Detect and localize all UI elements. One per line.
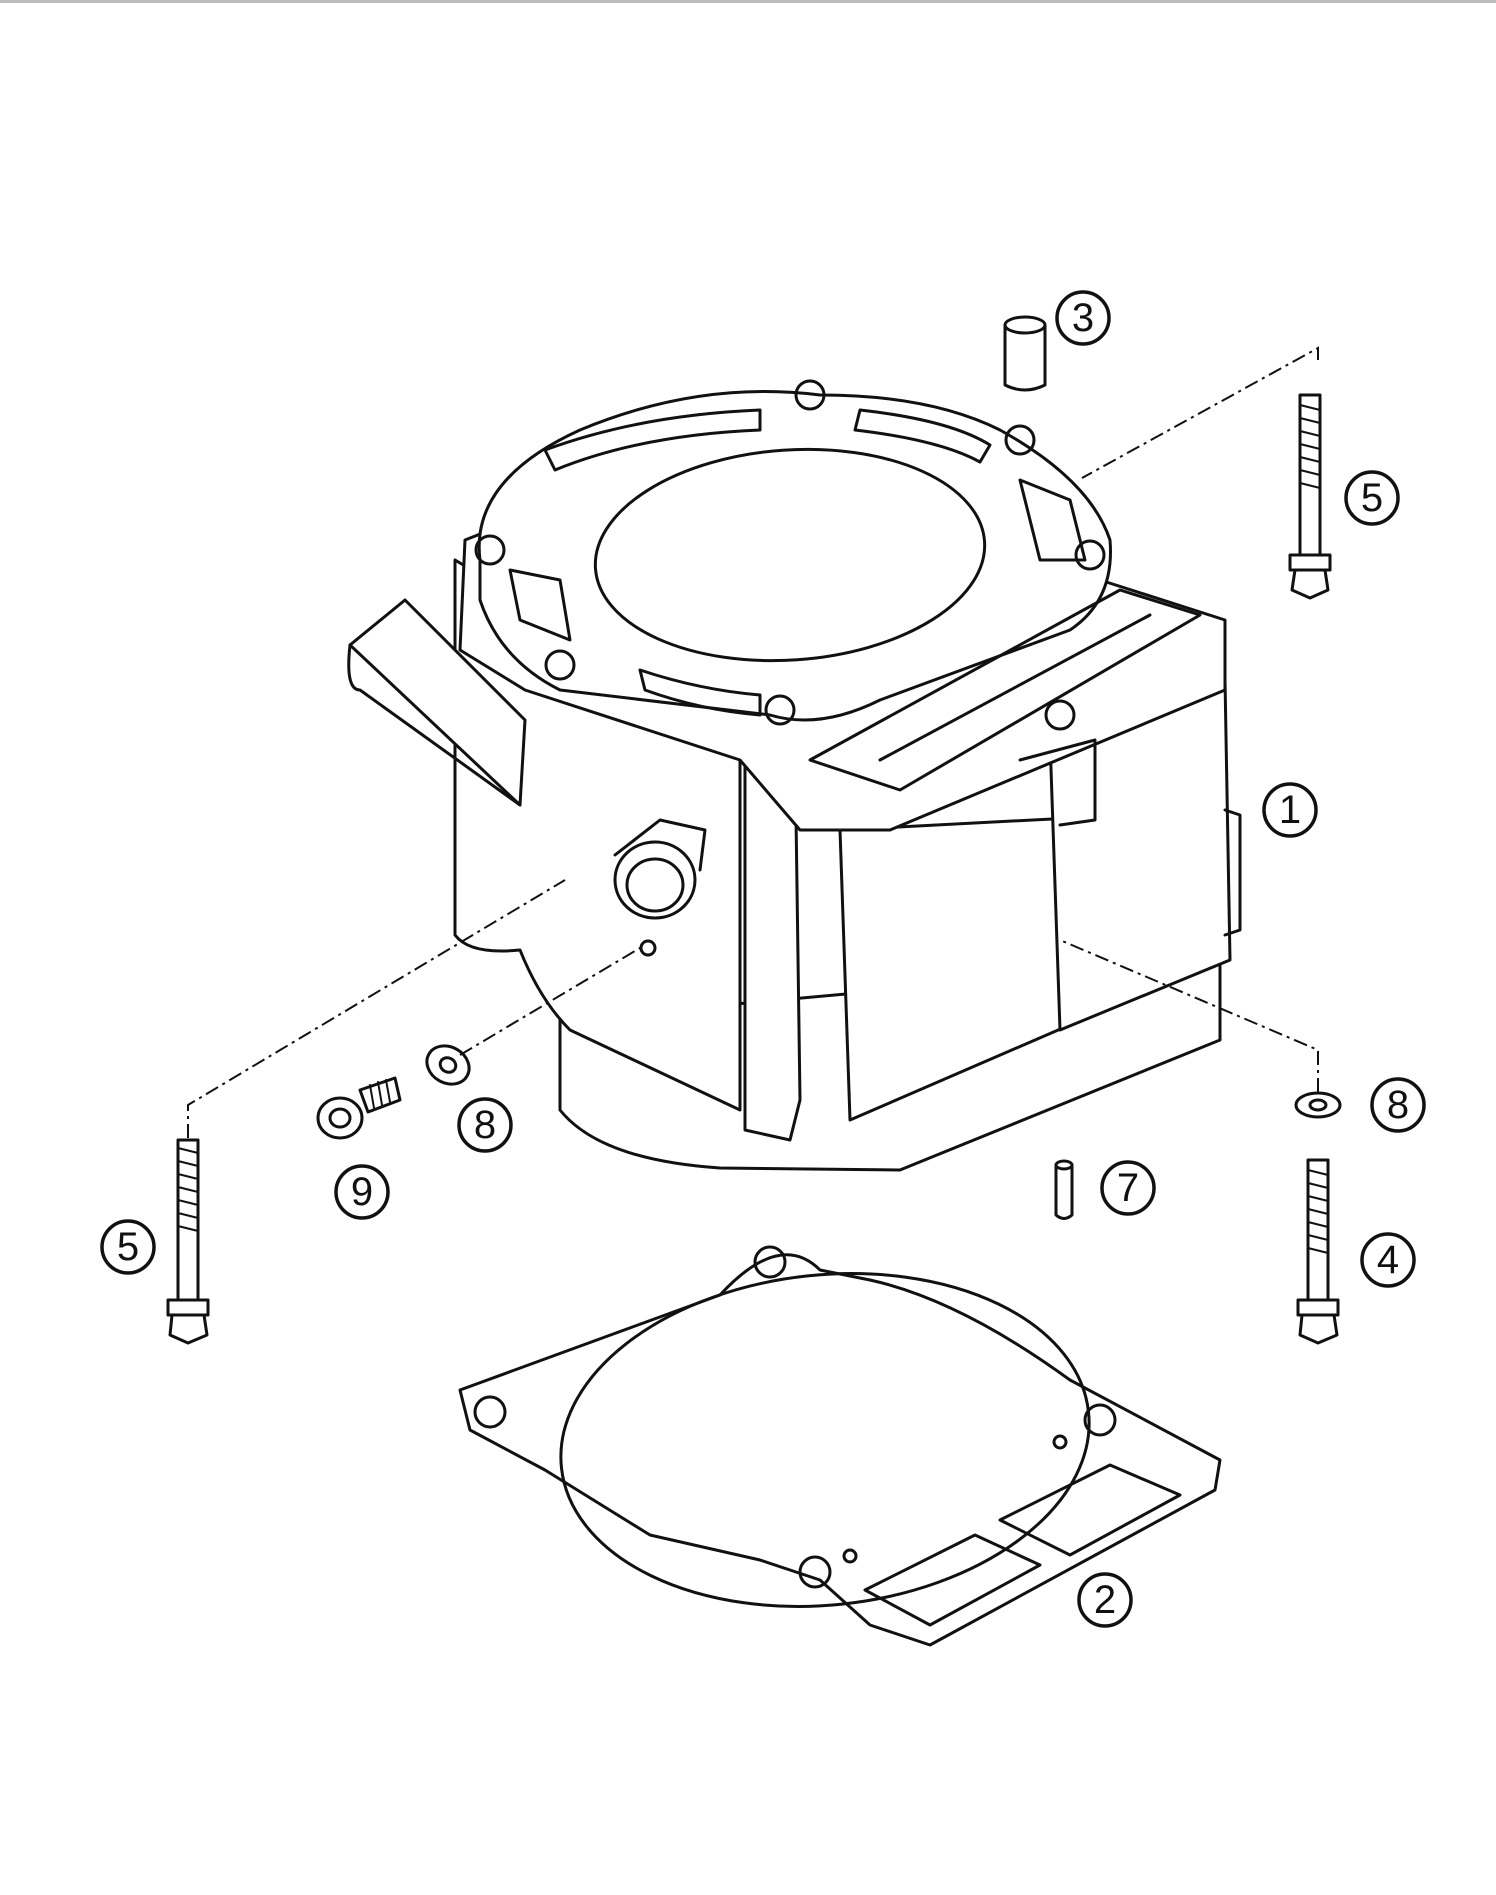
callout-label-5-left: 5 <box>117 1225 139 1269</box>
top-rule <box>0 0 1496 3</box>
long-bolt-left-part <box>166 1138 210 1345</box>
callout-5-left: 5 <box>100 1219 156 1275</box>
dowel-pin-part <box>1054 1159 1074 1220</box>
short-bolt-part <box>1296 1158 1340 1345</box>
callout-8-left: 8 <box>457 1097 513 1153</box>
callout-label-2: 2 <box>1094 1578 1116 1622</box>
washer-right-part <box>1294 1091 1342 1119</box>
callout-7: 7 <box>1100 1160 1156 1216</box>
plug-screw-part <box>316 1076 402 1140</box>
callout-label-4: 4 <box>1377 1238 1399 1282</box>
callout-3: 3 <box>1055 290 1111 346</box>
dowel-sleeve-part <box>1003 315 1047 392</box>
cylinder-part <box>347 379 1242 1172</box>
callout-9: 9 <box>334 1164 390 1220</box>
callout-label-1: 1 <box>1279 788 1301 832</box>
callout-label-5-right: 5 <box>1361 476 1383 520</box>
long-bolt-right-part <box>1288 393 1332 600</box>
callout-label-7: 7 <box>1117 1166 1139 1210</box>
callout-label-8-right: 8 <box>1387 1083 1409 1127</box>
base-gasket-part <box>458 1245 1222 1647</box>
callout-label-9: 9 <box>351 1170 373 1214</box>
callout-5-right: 5 <box>1344 470 1400 526</box>
callout-label-8-left: 8 <box>474 1103 496 1147</box>
washer-left-part <box>425 1044 471 1086</box>
callout-label-3: 3 <box>1072 296 1094 340</box>
callout-1: 1 <box>1262 782 1318 838</box>
callout-4: 4 <box>1360 1232 1416 1288</box>
callout-8-right: 8 <box>1370 1077 1426 1133</box>
leader-lines <box>187 346 1319 1138</box>
callout-2: 2 <box>1077 1572 1133 1628</box>
